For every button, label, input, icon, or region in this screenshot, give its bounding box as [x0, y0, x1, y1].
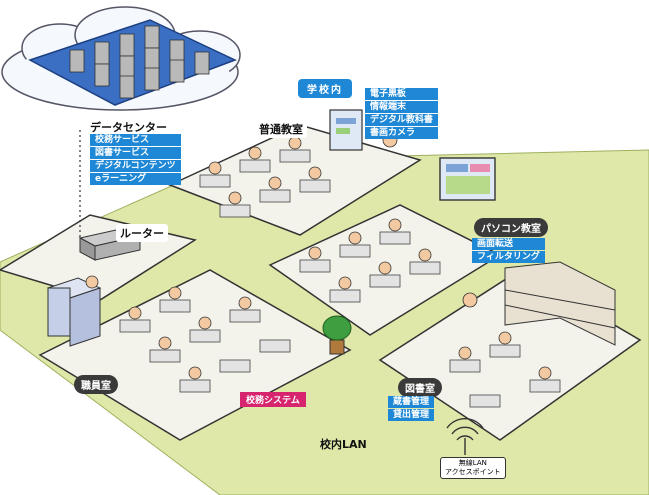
access-point-label: 無線LAN アクセスポイント: [440, 457, 506, 479]
access-point-line1: 無線LAN: [458, 459, 487, 467]
data-center-service-list: 校務サービス 図書サービス デジタルコンテンツ eラーニング: [90, 134, 181, 186]
plant-icon: [322, 315, 352, 355]
equipment-item: デジタル教科書: [365, 114, 438, 126]
feature-item: フィルタリング: [472, 251, 545, 263]
feature-item: 貸出管理: [388, 409, 435, 421]
library-title: 図書室: [398, 378, 442, 397]
equipment-item: 書画カメラ: [365, 127, 438, 139]
server-rack-icon: [69, 25, 210, 99]
equipment-item: 情報端末: [365, 101, 438, 113]
service-item: 図書サービス: [90, 147, 181, 159]
school-affairs-system-label: 校務システム: [240, 392, 306, 407]
regular-classroom-equipment-list: 電子黒板 情報端末 デジタル教科書 書画カメラ: [365, 88, 438, 140]
people-heads: [85, 132, 552, 380]
library-feature-list: 蔵書管理 貸出管理: [388, 396, 435, 422]
service-item: 校務サービス: [90, 134, 181, 146]
pc-room-feature-list: 画面転送 フィルタリング: [472, 238, 545, 264]
regular-classroom-title: 普通教室: [255, 120, 307, 138]
staff-room-floor: [38, 269, 352, 441]
wireless-access-point-icon: [446, 418, 484, 455]
whiteboard-icon: [329, 109, 363, 151]
service-item: eラーニング: [90, 173, 181, 185]
access-point-line2: アクセスポイント: [445, 468, 501, 476]
staff-room-title: 職員室: [74, 375, 118, 394]
feature-item: 画面転送: [472, 238, 545, 250]
bookshelf-icon: [504, 261, 616, 346]
campus-badge: 学校内: [298, 79, 352, 98]
campus-lan-label: 校内LAN: [320, 438, 367, 451]
router-title: ルーター: [116, 224, 168, 242]
data-center-title: データセンター: [90, 121, 167, 134]
student-desks: [119, 149, 561, 408]
equipment-item: 電子黒板: [365, 88, 438, 100]
service-item: デジタルコンテンツ: [90, 160, 181, 172]
projector-screen-icon: [439, 157, 496, 201]
feature-item: 蔵書管理: [388, 396, 435, 408]
pc-room-title: パソコン教室: [474, 218, 548, 237]
